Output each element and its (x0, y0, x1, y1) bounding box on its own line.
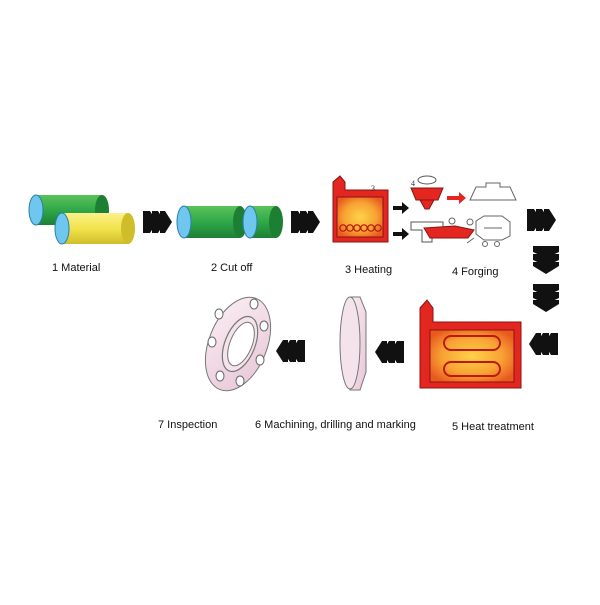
flow-arrow-5-6-icon (529, 333, 558, 355)
flow-arrow-down-1-icon (533, 246, 559, 274)
material-bars-icon (28, 194, 135, 245)
step-label-forging: 4 Forging (452, 266, 499, 278)
forging-number: 4 (411, 179, 415, 188)
step-label-inspection: 7 Inspection (158, 419, 218, 431)
flow-arrow-2-3-icon (291, 211, 320, 233)
forging-press-icon: 4 (393, 175, 517, 247)
furnace-number: 3 (371, 184, 375, 193)
inspected-flange-icon (204, 296, 272, 392)
step-label-machining: 6 Machining, drilling and marking (255, 419, 416, 431)
flow-arrow-1-2-icon (143, 211, 172, 233)
heating-furnace-icon: 3 (332, 175, 389, 243)
flow-arrow-4-5a-icon (527, 209, 556, 231)
flow-arrow-6-7b-icon (276, 340, 305, 362)
flow-arrow-down-2-icon (533, 284, 559, 312)
step-label-material: 1 Material (52, 262, 101, 274)
machined-flange-side-icon (339, 296, 367, 391)
heat-treatment-furnace-icon (419, 299, 522, 389)
cut-bars-icon (176, 205, 283, 239)
step-label-cut-off: 2 Cut off (211, 262, 253, 274)
flow-arrows (143, 209, 559, 363)
flow-arrow-6-7a-icon (375, 341, 404, 363)
step-label-heat-treatment: 5 Heat treatment (452, 421, 534, 433)
step-label-heating: 3 Heating (345, 264, 393, 276)
